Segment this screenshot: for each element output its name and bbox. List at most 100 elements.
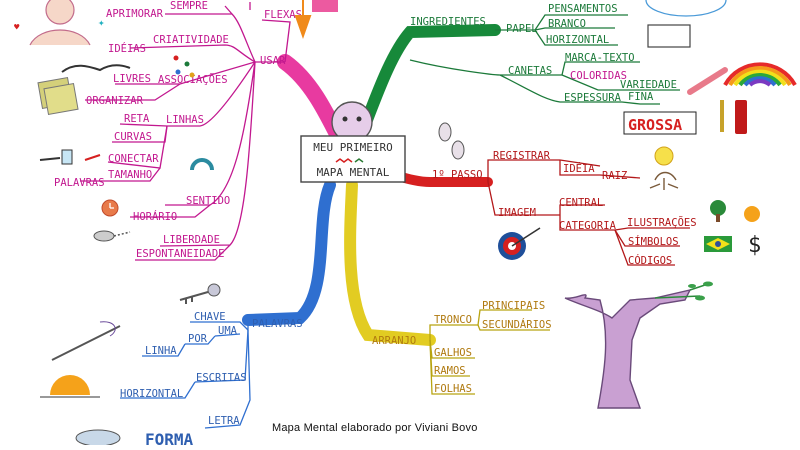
ingredientes-illustrations: GROSSA (623, 0, 797, 135)
label-ilustracoes: ILUSTRAÇÕES (627, 216, 697, 229)
label-papel: PAPEL (506, 23, 538, 35)
label-horizontal: HORIZONTAL (546, 34, 609, 46)
label-branco: BRANCO (548, 18, 586, 30)
label-variedade: VARIEDADE (620, 79, 677, 91)
label-1-passo: 1º PASSO (432, 169, 483, 181)
central-sign (300, 135, 406, 183)
branch-arranjo (344, 179, 436, 346)
label-sempre: SEMPRE (170, 0, 208, 12)
lightbulb-icon (654, 146, 674, 166)
thought-cloud-icon (645, 0, 727, 17)
label-espessura: ESPESSURA (564, 92, 622, 104)
label-ramos: RAMOS (434, 365, 466, 377)
arranjo-labels: ARRANJO TRONCO PRINCIPAIS SECUNDÁRIOS GA… (372, 300, 552, 395)
palavras-labels: PALAVRAS CHAVE UMA POR LINHA ESCRITAS HO… (120, 311, 303, 427)
usar-illustrations: ♥ ✦ (14, 0, 338, 242)
label-fina: FINA (628, 91, 654, 103)
label-sentido: SENTIDO (186, 195, 230, 207)
passo-cluster (487, 159, 690, 266)
label-associacoes: ASSOCIAÇÕES (158, 73, 228, 86)
shape-mold-icon (75, 429, 121, 447)
label-central: CENTRAL (559, 197, 603, 209)
label-arranjo: ARRANJO (372, 335, 416, 347)
label-aprimorar: APRIMORAR (106, 8, 164, 20)
label-usar: USAR (260, 55, 286, 67)
label-palavras: PALAVRAS (252, 318, 303, 330)
label-forma: FORMA (145, 430, 194, 445)
dollar-icon: $ (748, 233, 761, 258)
credit-text: Mapa Mental elaborado por Viviani Bovo (272, 422, 478, 434)
label-uma: UMA (218, 325, 238, 337)
label-marca-texto: MARCA-TEXTO (565, 52, 635, 64)
label-codigos: CÓDIGOS (628, 254, 672, 267)
leaves-icon (654, 284, 706, 299)
label-folhas: FOLHAS (434, 383, 472, 395)
label-raiz: RAIZ (602, 170, 627, 182)
label-chave: CHAVE (194, 311, 226, 323)
circular-arrow-icon (190, 158, 214, 171)
label-ideia: IDÉIA (563, 162, 595, 175)
label-simbolos: SÍMBOLOS (628, 235, 679, 248)
rainbow-icon (723, 62, 797, 87)
orange-arrow-icon (294, 0, 312, 40)
sun-icon (744, 206, 760, 222)
label-por: POR (188, 333, 208, 345)
passo-illustrations: $ (438, 122, 761, 260)
label-coloridas: COLORIDAS (570, 70, 627, 82)
label-letra: LETRA (208, 415, 240, 427)
center-line1: MEU PRIMEIRO (313, 141, 392, 154)
label-curvas: CURVAS (114, 131, 152, 143)
plug-icon (61, 149, 73, 165)
label-linha: LINHA (145, 345, 177, 357)
arrow-icon (84, 154, 101, 161)
label-categoria: CATEGORIA (559, 220, 617, 232)
paper-icon (647, 24, 691, 48)
label-principais: PRINCIPAIS (482, 300, 545, 312)
arranjo-cluster (429, 309, 550, 395)
label-tronco: TRONCO (434, 314, 472, 326)
label-liberdade: LIBERDADE (163, 234, 220, 246)
branch-ingredientes (354, 24, 501, 144)
pencil-icon (720, 100, 724, 132)
label-livres: LIVRES (113, 73, 151, 85)
label-horario: HORÁRIO (133, 210, 177, 223)
roots-icon (649, 171, 679, 190)
tree-small-icon (710, 200, 726, 216)
branch-usar (277, 54, 348, 148)
label-conectar: CONECTAR (108, 153, 159, 165)
footprint-icon (438, 122, 452, 142)
key-icon (207, 283, 221, 297)
label-grossa: GROSSA (628, 116, 682, 134)
ingredientes-cluster (409, 14, 680, 105)
label-organizar: ORGANIZAR (86, 95, 144, 107)
handcuff-icon (93, 230, 115, 242)
label-imagem: IMAGEM (498, 207, 536, 219)
label-pensamentos: PENSAMENTOS (548, 3, 618, 15)
usar-labels: USAR SEMPRE APRIMORAR CRIATIVIDADE IDÉIA… (54, 0, 302, 260)
tree-illustration (564, 281, 713, 409)
label-galhos: GALHOS (434, 347, 472, 359)
central-sign-doodle (335, 158, 353, 163)
label-espontaneidade: ESPONTANEIDADE (136, 248, 225, 260)
label-ingredientes: INGREDIENTES (410, 16, 486, 28)
bird-icon (61, 64, 131, 73)
label-reta: RETA (124, 113, 150, 125)
central-figure-eye (342, 116, 348, 122)
label-palavras: PALAVRAS (54, 177, 105, 189)
passo-labels: 1º PASSO REGISTRAR IDÉIA RAIZ IMAGEM CEN… (432, 150, 697, 267)
usar-cluster (80, 2, 291, 261)
label-tamanho: TAMANHO (108, 169, 152, 181)
ingredientes-labels: INGREDIENTES PAPEL PENSAMENTOS BRANCO HO… (410, 3, 677, 104)
lightbulb-icon: ✦ (98, 16, 105, 29)
thinking-person-icon (45, 0, 75, 25)
center-line2: MAPA MENTAL (317, 166, 390, 179)
branch-palavras (242, 179, 336, 326)
needle-icon (51, 325, 121, 361)
palavras-illustrations: FORMA (40, 283, 221, 449)
marker-thick-icon (735, 100, 747, 134)
palavras-cluster (120, 320, 251, 429)
marker-icon (687, 67, 728, 95)
grossa-box (623, 111, 697, 135)
